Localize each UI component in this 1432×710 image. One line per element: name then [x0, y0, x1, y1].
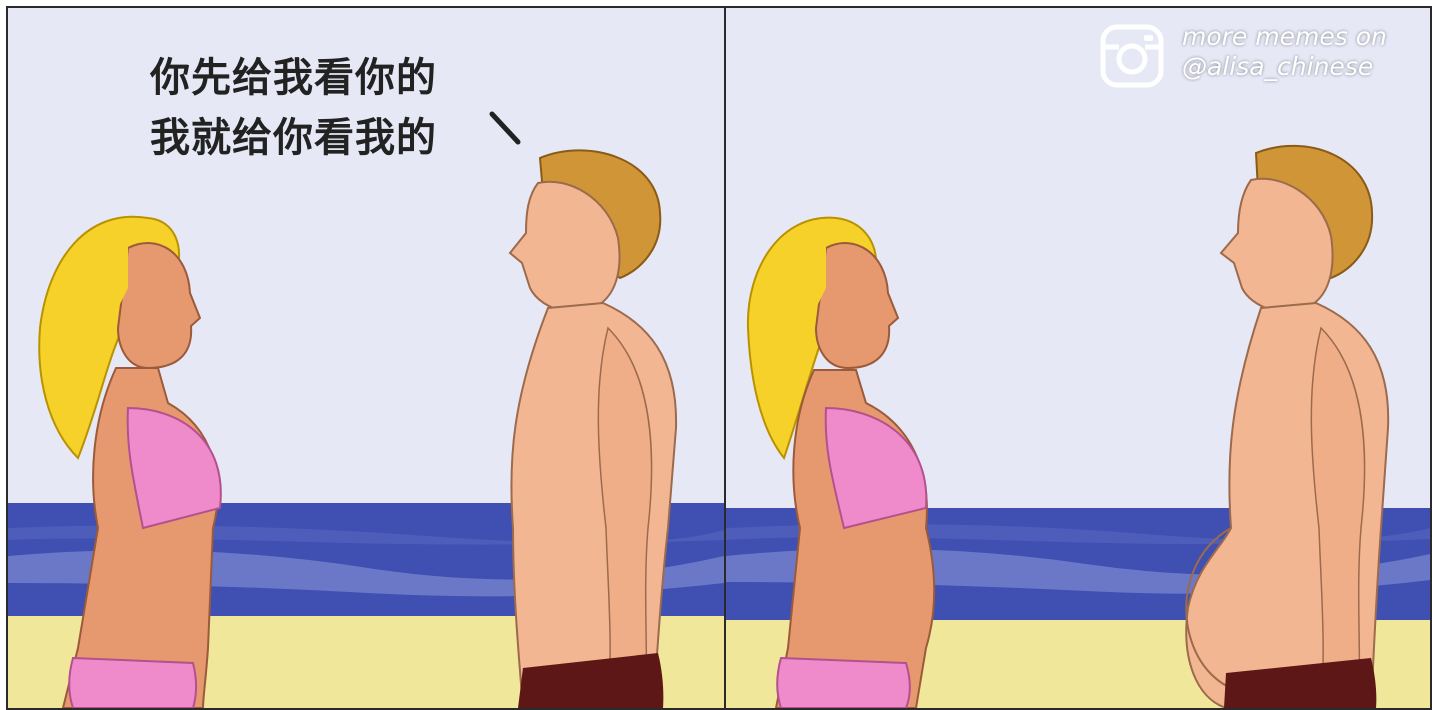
woman-head [814, 242, 900, 370]
speech-pointer [489, 111, 521, 145]
panel-before: 你先给我看你的 我就给你看我的 [6, 6, 726, 710]
panel-after-illustration [726, 8, 1430, 708]
woman-hair-front [789, 238, 826, 358]
watermark-handle[interactable]: @alisa_chinese [1182, 52, 1374, 81]
man-shorts [518, 653, 664, 708]
speech-line: 你先给我看你的 [150, 55, 437, 101]
watermark-text: more memes on @alisa_chinese [1182, 22, 1422, 82]
man-body [510, 301, 678, 708]
man-belly [1185, 527, 1247, 694]
woman-bikini-top [824, 406, 928, 530]
woman-figure [746, 216, 936, 708]
woman-figure [38, 215, 222, 708]
camera-icon [1100, 24, 1164, 88]
panel-before-illustration [8, 8, 724, 708]
man-figure [1185, 144, 1390, 708]
woman-hair-front [92, 238, 128, 358]
man-shorts [1224, 658, 1377, 708]
woman-head [116, 242, 202, 370]
woman-bikini-top [126, 406, 222, 530]
watermark-line: more memes on [1182, 22, 1387, 51]
man-arm [597, 326, 653, 708]
woman-bikini-bottom [776, 656, 911, 708]
man-figure [508, 149, 678, 708]
man-arm [1310, 326, 1366, 708]
speech-line: 我就给你看我的 [150, 115, 437, 161]
panel-after [724, 6, 1432, 710]
speech-text: 你先给我看你的 我就给你看我的 [150, 48, 437, 168]
woman-bikini-bottom [68, 656, 197, 708]
